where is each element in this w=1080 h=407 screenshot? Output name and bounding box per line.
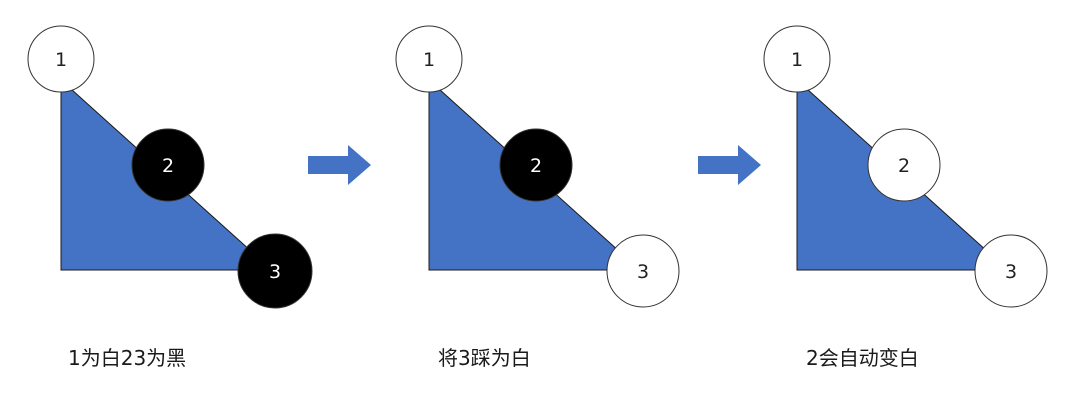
panel-2-node-3: 3	[606, 234, 680, 308]
panel-3: 1 2 3	[763, 25, 1048, 308]
node-circle-white	[763, 25, 831, 93]
node-label: 2	[530, 155, 542, 177]
node-label: 3	[269, 261, 281, 283]
panel-2: 1 2 3	[395, 25, 680, 308]
node-label: 3	[637, 261, 649, 283]
node-circle-black	[131, 128, 205, 202]
node-circle-white	[974, 234, 1048, 308]
arrow-right-icon	[698, 145, 761, 185]
node-circle-white	[867, 128, 941, 202]
node-label: 1	[423, 49, 435, 71]
node-circle-black	[499, 128, 573, 202]
panel-3-node-2: 2	[867, 128, 941, 202]
panel-1-node-3: 3	[237, 233, 313, 309]
panel-2-node-1: 1	[395, 25, 463, 93]
node-circle-white	[27, 25, 95, 93]
panel-3-node-1: 1	[763, 25, 831, 93]
panel-1: 1 2 3	[27, 25, 313, 309]
node-label: 2	[162, 155, 174, 177]
node-label: 1	[791, 49, 803, 71]
arrow-right-icon	[308, 145, 371, 185]
panel-3-caption: 2会自动变白	[806, 346, 919, 370]
node-circle-white	[395, 25, 463, 93]
panel-2-node-2: 2	[499, 128, 573, 202]
panel-2-caption: 将3踩为白	[438, 346, 531, 370]
node-label: 3	[1005, 261, 1017, 283]
panel-3-node-3: 3	[974, 234, 1048, 308]
node-circle-black	[237, 233, 313, 309]
panel-1-node-1: 1	[27, 25, 95, 93]
node-circle-white	[606, 234, 680, 308]
panel-1-node-2: 2	[131, 128, 205, 202]
node-label: 2	[898, 155, 910, 177]
node-label: 1	[55, 49, 67, 71]
panel-1-caption: 1为白23为黑	[68, 346, 187, 370]
